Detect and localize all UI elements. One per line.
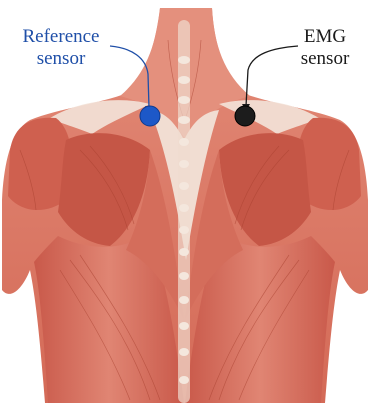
emg-sensor-marker (235, 106, 255, 126)
emg-label-line1: EMG (283, 26, 367, 48)
reference-sensor-marker (140, 106, 160, 126)
reference-label-line1: Reference (6, 26, 116, 48)
emg-sensor-label: EMG sensor (283, 26, 367, 70)
reference-label-line2: sensor (6, 48, 116, 70)
emg-label-line2: sensor (283, 48, 367, 70)
reference-sensor-label: Reference sensor (6, 26, 116, 70)
spine (178, 20, 190, 403)
